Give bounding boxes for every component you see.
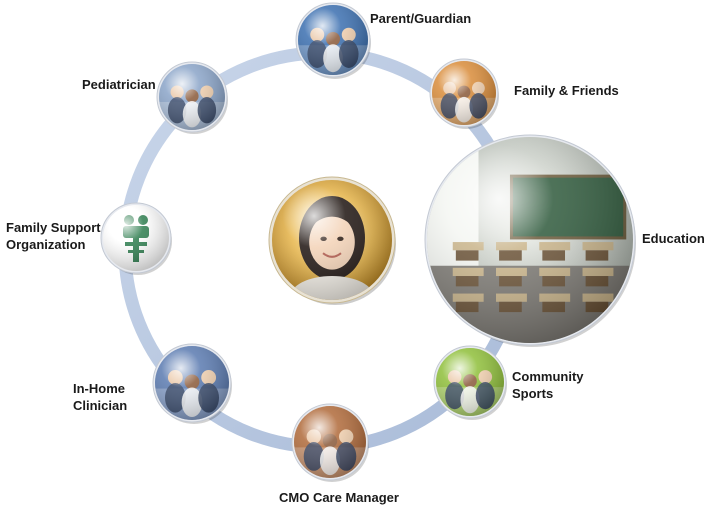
label-line: Community [512, 369, 584, 384]
soccer-players-photo-icon [433, 345, 507, 420]
label-line: Organization [6, 237, 86, 252]
label-pediatrician: Pediatrician [82, 76, 156, 93]
label-parent-guardian: Parent/Guardian [370, 10, 471, 27]
classroom-photo-icon [424, 134, 636, 347]
label-education: Education [642, 230, 705, 247]
label-line: Pediatrician [82, 77, 156, 92]
label-cmo-care-manager: CMO Care Manager [279, 489, 399, 506]
smiling-girl-photo-icon [268, 176, 396, 305]
care-manager-photo-icon [291, 403, 369, 482]
label-line: Family & Friends [514, 83, 619, 98]
friends-group-photo-icon [429, 58, 499, 129]
label-line: Parent/Guardian [370, 11, 472, 26]
label-family-friends: Family & Friends [514, 82, 619, 99]
family-cheering-photo-icon [295, 2, 371, 79]
clinician-with-child-photo-icon [152, 343, 232, 424]
label-line: CMO Care Manager [279, 490, 399, 505]
doctor-with-child-photo-icon [156, 61, 228, 134]
label-line: In-Home [73, 381, 125, 396]
label-line: Education [642, 231, 705, 246]
label-line: Family Support [6, 220, 101, 235]
family-support-logo-icon [100, 202, 172, 275]
label-line: Sports [512, 386, 554, 401]
label-line: Clinician [73, 398, 128, 413]
